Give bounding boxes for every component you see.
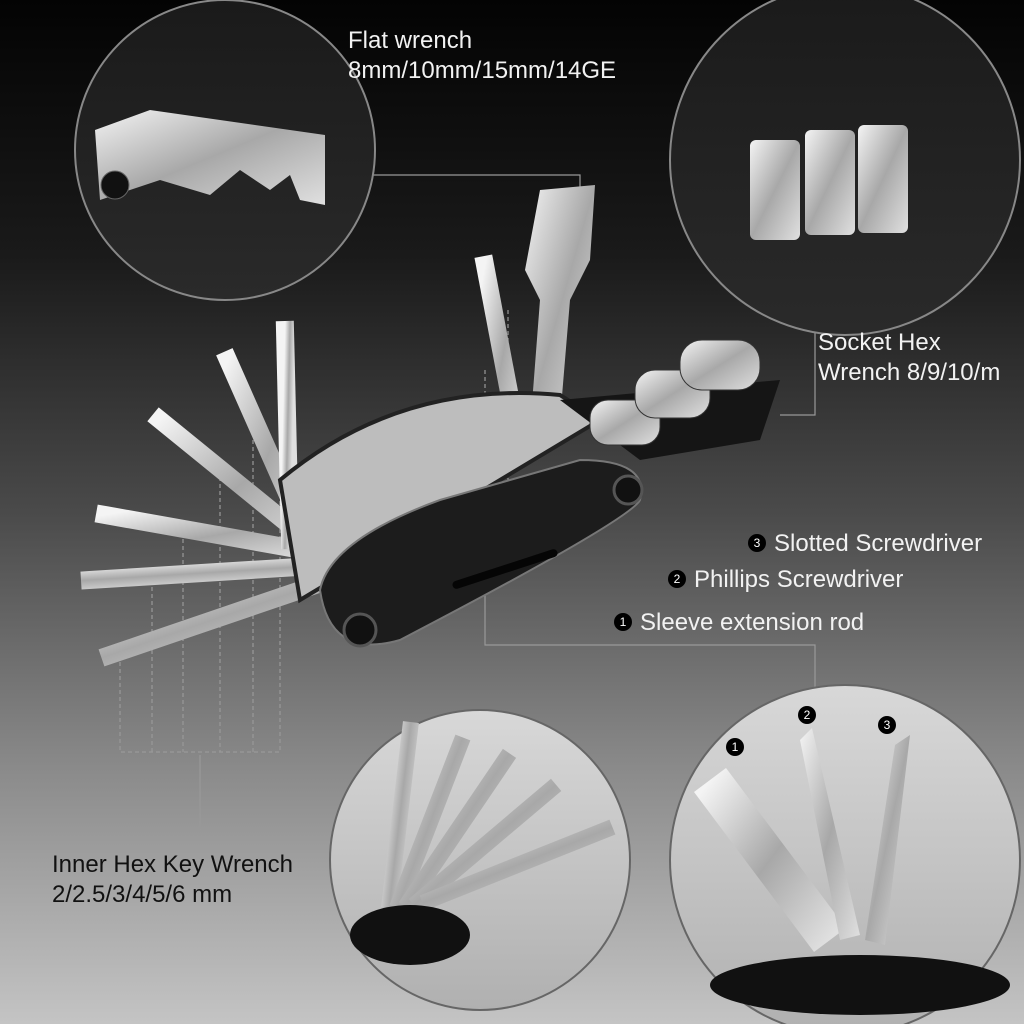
- socket-hex-label: Socket Hex Wrench 8/9/10/m: [818, 328, 1000, 388]
- detail-circle-hex-keys: [329, 709, 631, 1011]
- inner-hex-title: Inner Hex Key Wrench: [52, 851, 293, 878]
- detail-circle-flat-wrench: [74, 0, 376, 301]
- phillips-screwdriver-label: 2 Phillips Screwdriver: [668, 565, 903, 595]
- multitool: [80, 185, 780, 667]
- inner-hex-label: Inner Hex Key Wrench 2/2.5/3/4/5/6 mm: [52, 850, 293, 910]
- detail-circle-screwdrivers: [669, 684, 1021, 1024]
- inner-hex-sizes: 2/2.5/3/4/5/6 mm: [52, 881, 233, 908]
- detail-circle-sockets: [669, 0, 1021, 336]
- sleeve-extension-label: 1 Sleeve extension rod: [614, 608, 864, 638]
- socket-hex-sizes: Wrench 8/9/10/m: [818, 359, 1001, 386]
- flat-wrench-label: Flat wrench 8mm/10mm/15mm/14GE: [348, 26, 616, 86]
- flat-wrench-sizes: 8mm/10mm/15mm/14GE: [348, 57, 617, 84]
- detail-badge-2: 2: [798, 706, 816, 724]
- number-badge: 1: [614, 612, 632, 631]
- slotted-screwdriver-text: Slotted Screwdriver: [774, 530, 983, 557]
- detail-badge-3: 3: [878, 716, 896, 734]
- number-badge: 2: [668, 569, 686, 588]
- flat-wrench-title: Flat wrench: [348, 27, 473, 54]
- phillips-screwdriver-text: Phillips Screwdriver: [694, 566, 904, 593]
- slotted-screwdriver-label: 3 Slotted Screwdriver: [748, 529, 982, 559]
- socket-hex-title: Socket Hex: [818, 329, 941, 356]
- detail-badge-1: 1: [726, 738, 744, 756]
- number-badge: 3: [748, 533, 766, 552]
- sleeve-extension-text: Sleeve extension rod: [640, 609, 865, 636]
